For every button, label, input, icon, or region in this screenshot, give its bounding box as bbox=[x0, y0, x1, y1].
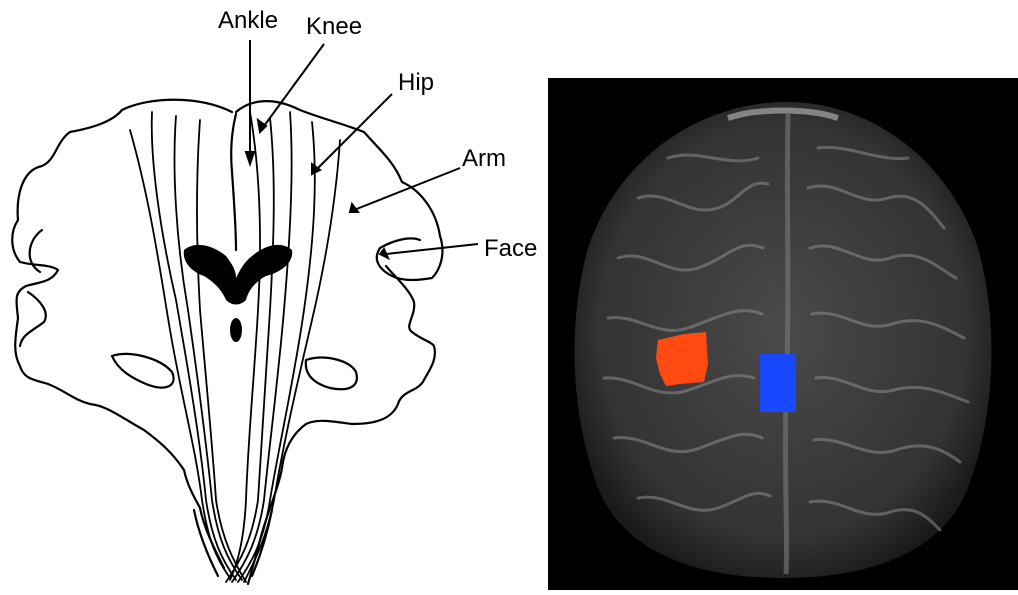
mri-svg bbox=[548, 78, 1018, 590]
label-knee: Knee bbox=[306, 13, 362, 40]
label-pointers bbox=[246, 40, 478, 258]
activation-red bbox=[656, 332, 708, 386]
motor-fibres bbox=[130, 112, 340, 582]
label-face: Face bbox=[484, 235, 537, 262]
axial-mri-slice bbox=[548, 78, 1018, 590]
label-hip: Hip bbox=[398, 69, 434, 96]
label-ankle: Ankle bbox=[218, 7, 278, 34]
coronal-brain-diagram: Ankle Knee Hip Arm Face bbox=[0, 0, 560, 590]
brain-diagram-svg: Ankle Knee Hip Arm Face bbox=[0, 0, 560, 590]
brain-outline bbox=[12, 100, 442, 584]
activation-blue bbox=[760, 354, 796, 412]
label-arm: Arm bbox=[462, 145, 506, 172]
interhemispheric-fissure bbox=[785, 114, 788, 574]
brain-tissue bbox=[575, 102, 992, 578]
